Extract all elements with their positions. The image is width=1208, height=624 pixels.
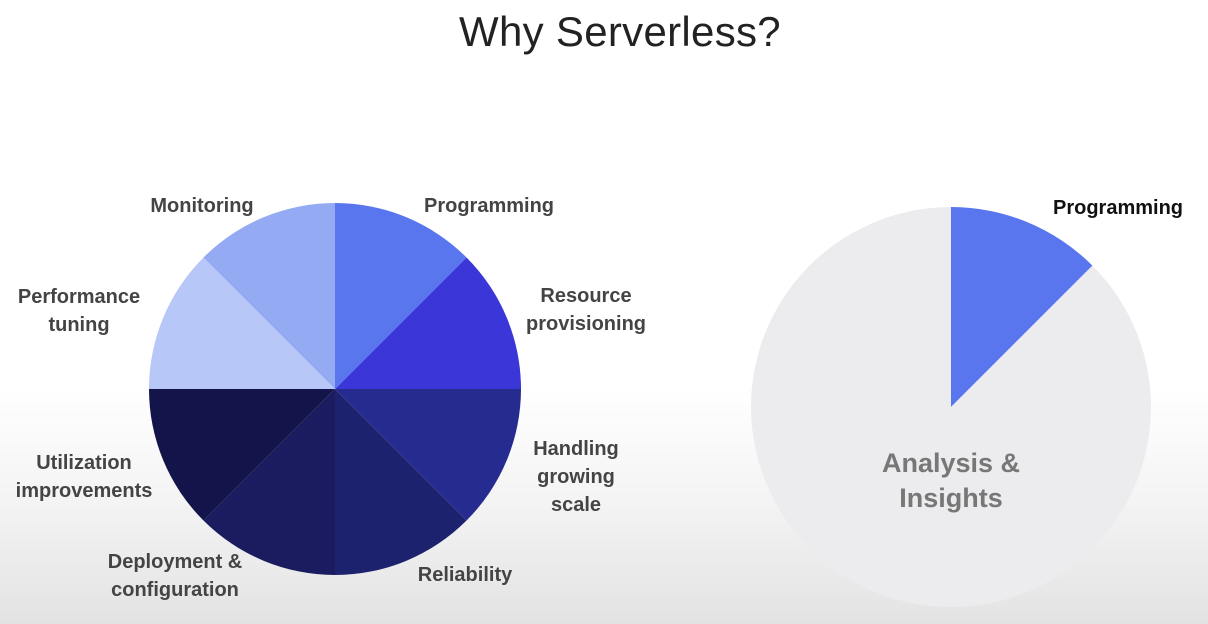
pie-slice-programming bbox=[951, 207, 1093, 407]
pie-slice-reliability bbox=[335, 389, 467, 575]
slice-label-monitoring: Monitoring bbox=[150, 195, 253, 217]
pie-slice-monitoring bbox=[203, 203, 335, 389]
pie-slice-programming bbox=[335, 203, 467, 389]
pie-slice-handling-growing-scale bbox=[335, 389, 521, 521]
pie-slice-deployment-and-configuration bbox=[203, 389, 335, 575]
pie-slice-resource-provisioning bbox=[335, 257, 521, 389]
slice-label-programming: Programming bbox=[1053, 197, 1183, 219]
slice-label-deployment-and-configuration: Deployment &configuration bbox=[108, 551, 242, 601]
pie-slice-utilization-improvements bbox=[149, 389, 335, 521]
slice-label-programming: Programming bbox=[424, 195, 554, 217]
slice-label-analysis-and-insights: Analysis &Insights bbox=[882, 448, 1020, 513]
pie-slice-performance-tuning bbox=[149, 257, 335, 389]
slide-title: Why Serverless? bbox=[459, 8, 781, 55]
slice-label-reliability: Reliability bbox=[418, 564, 513, 586]
pie-slice-analysis-and-insights bbox=[750, 207, 1151, 607]
